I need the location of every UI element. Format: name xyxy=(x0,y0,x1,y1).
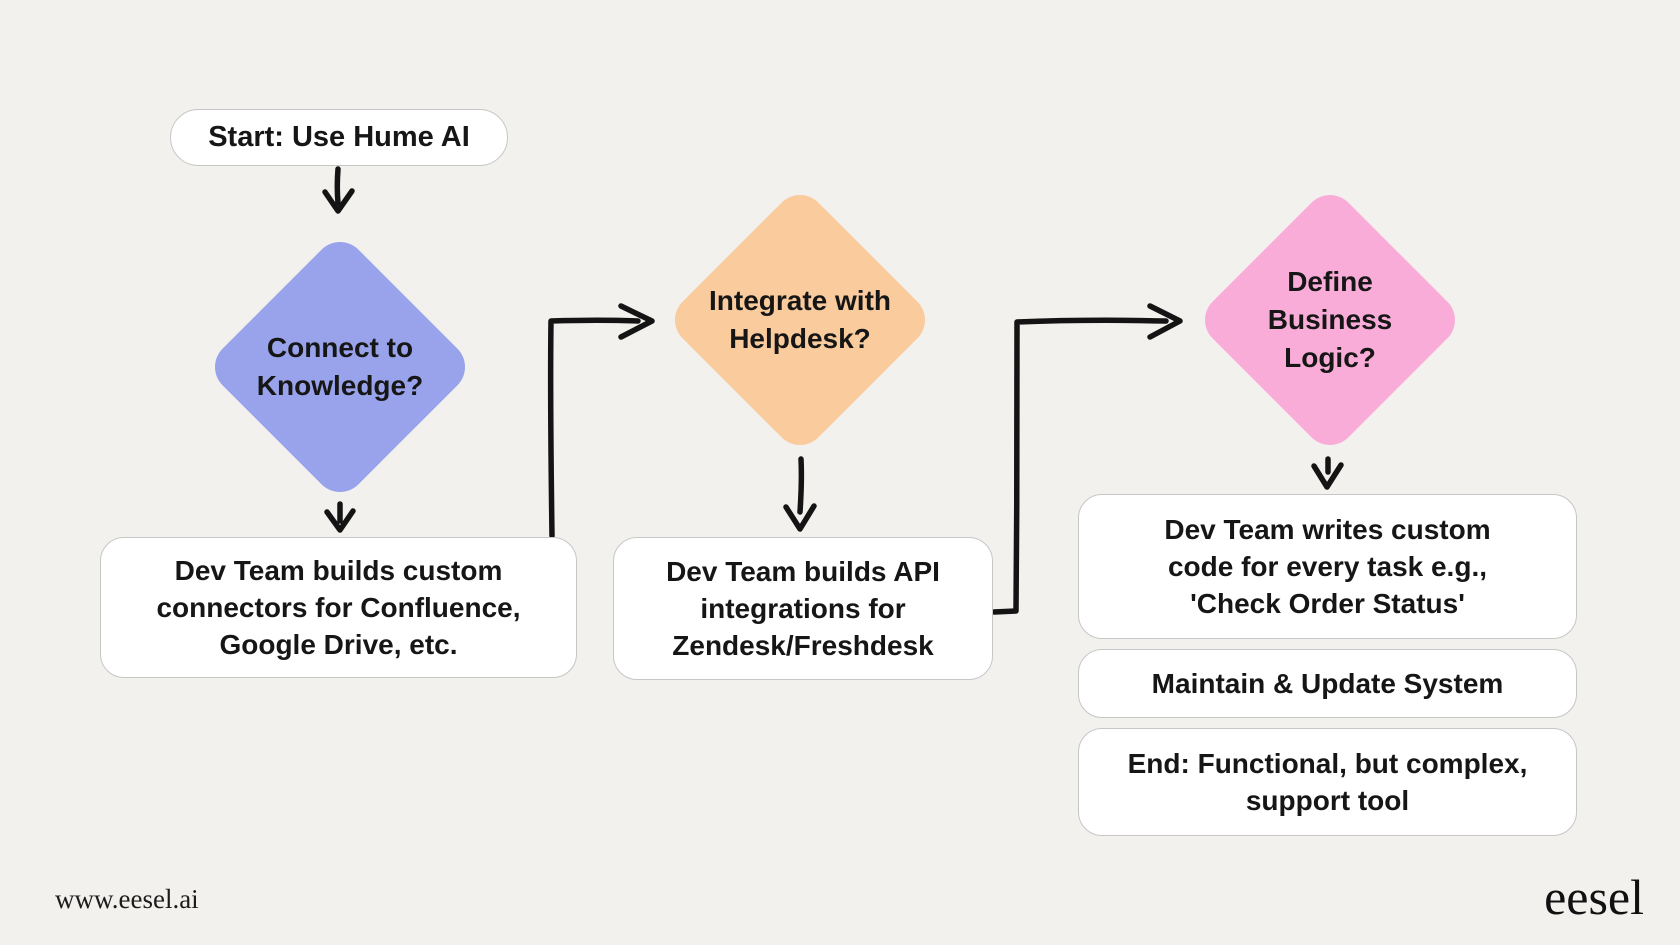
node-maintain-update-label: Maintain & Update System xyxy=(1151,668,1504,699)
arrow-define-logic-to-custom-code xyxy=(1311,456,1344,490)
node-end-label: End: Functional, but complex, support to… xyxy=(1127,748,1528,816)
node-custom-code: Dev Team writes custom code for every ta… xyxy=(1078,494,1577,639)
node-build-api: Dev Team builds API integrations for Zen… xyxy=(613,537,993,680)
node-define-logic: Define Business Logic? xyxy=(1194,184,1466,456)
node-connect-knowledge-label: Connect to Knowledge? xyxy=(256,332,424,401)
node-integrate-helpdesk-label: Integrate with Helpdesk? xyxy=(708,285,891,354)
website-url: www.eesel.ai xyxy=(55,884,199,914)
node-build-api-label: Dev Team builds API integrations for Zen… xyxy=(666,556,940,661)
arrow-integrate-helpdesk-to-build-api xyxy=(783,456,817,532)
node-build-connectors-label: Dev Team builds custom connectors for Co… xyxy=(156,555,521,660)
node-start-label: Start: Use Hume AI xyxy=(208,121,470,153)
node-start: Start: Use Hume AI xyxy=(170,109,508,166)
brand-logo: eesel xyxy=(1544,869,1644,925)
node-build-connectors: Dev Team builds custom connectors for Co… xyxy=(100,537,577,678)
node-define-logic-label: Define Business Logic? xyxy=(1267,266,1393,373)
node-end: End: Functional, but complex, support to… xyxy=(1078,728,1577,836)
node-connect-knowledge: Connect to Knowledge? xyxy=(204,231,476,503)
node-integrate-helpdesk: Integrate with Helpdesk? xyxy=(664,184,936,456)
arrow-start-to-connect-knowledge xyxy=(322,166,355,214)
arrow-build-connectors-to-integrate-helpdesk xyxy=(547,303,655,539)
node-custom-code-label: Dev Team writes custom code for every ta… xyxy=(1164,514,1491,619)
arrow-connect-knowledge-to-build-connectors xyxy=(324,501,356,533)
node-maintain-update: Maintain & Update System xyxy=(1078,649,1577,718)
